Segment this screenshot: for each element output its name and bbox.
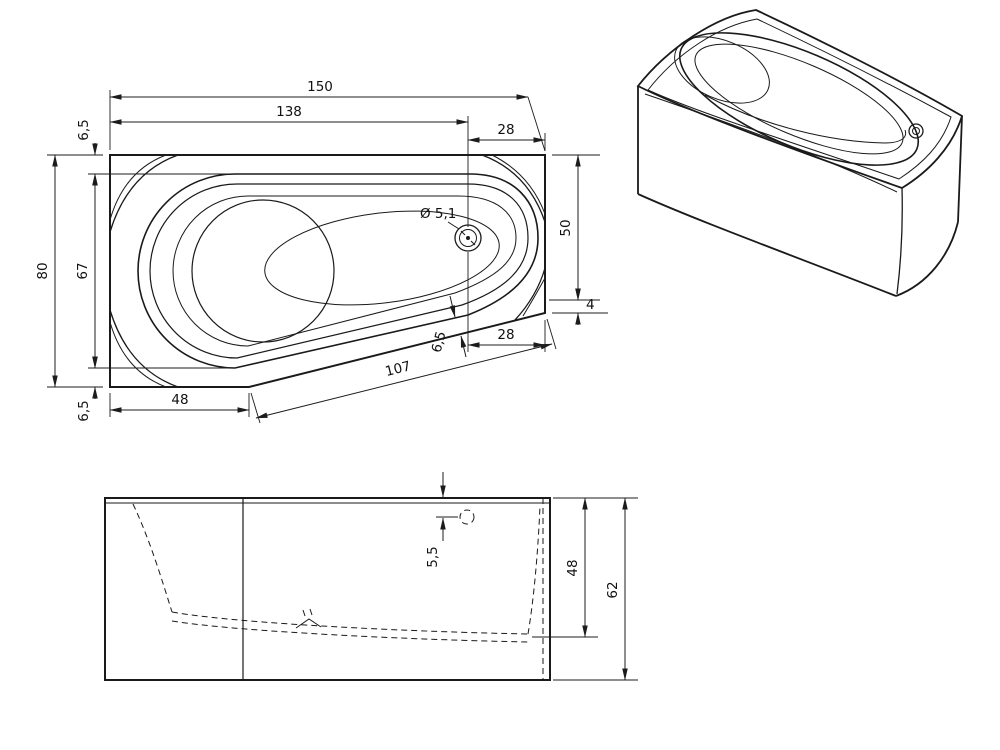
dim-inner-height: 48: [565, 559, 581, 576]
dim-overall-height: 62: [605, 581, 621, 598]
front-view: 5,5 48 62: [104, 472, 638, 681]
seat-contour: [191, 199, 335, 343]
front-dimensions: 5,5 48 62: [425, 472, 638, 681]
dim-overall-width: 150: [307, 79, 333, 95]
dim-right-side: 50: [558, 219, 574, 236]
dim-bottom-left-width: 48: [171, 392, 188, 408]
drain-icon: [447, 221, 482, 252]
dim-rim-diagonal: 6,5: [429, 330, 450, 355]
iso-overflow-icon: [908, 123, 924, 139]
front-outer-outline: [104, 497, 551, 681]
plan-view: Ø 5,1 150 138 28 80 67 6,5: [35, 79, 608, 424]
plan-dimensions: 150 138 28 80 67 6,5 6,5: [35, 79, 608, 424]
drain-diameter-label: Ø 5,1: [420, 206, 456, 222]
iso-bowl-floor-line: [704, 94, 907, 144]
dim-overall-depth: 80: [35, 262, 51, 279]
iso-rim-outline: [636, 9, 964, 189]
front-hidden-bowl: [132, 503, 541, 643]
iso-seat-contour: [674, 36, 770, 104]
front-overflow-icon: [459, 509, 475, 525]
dim-inner-width: 138: [276, 104, 302, 120]
iso-bowl-opening: [678, 32, 920, 166]
dim-inner-depth: 67: [75, 262, 91, 279]
dim-rim-bottom: 6,5: [76, 400, 92, 421]
plan-outer-outline: [109, 154, 546, 388]
dim-right-step: 4: [586, 297, 595, 313]
bowl-contours: [137, 173, 539, 369]
dim-overflow-offset: 5,5: [425, 546, 441, 567]
dim-drain-to-right-bottom: 28: [497, 327, 514, 343]
isometric-view: [636, 9, 964, 297]
dim-diagonal-edge: 107: [384, 358, 413, 380]
dim-drain-to-right-top: 28: [497, 122, 514, 138]
bottom-contour: [264, 210, 500, 306]
dim-rim-top: 6,5: [76, 119, 92, 140]
corner-fillets: [109, 154, 546, 388]
